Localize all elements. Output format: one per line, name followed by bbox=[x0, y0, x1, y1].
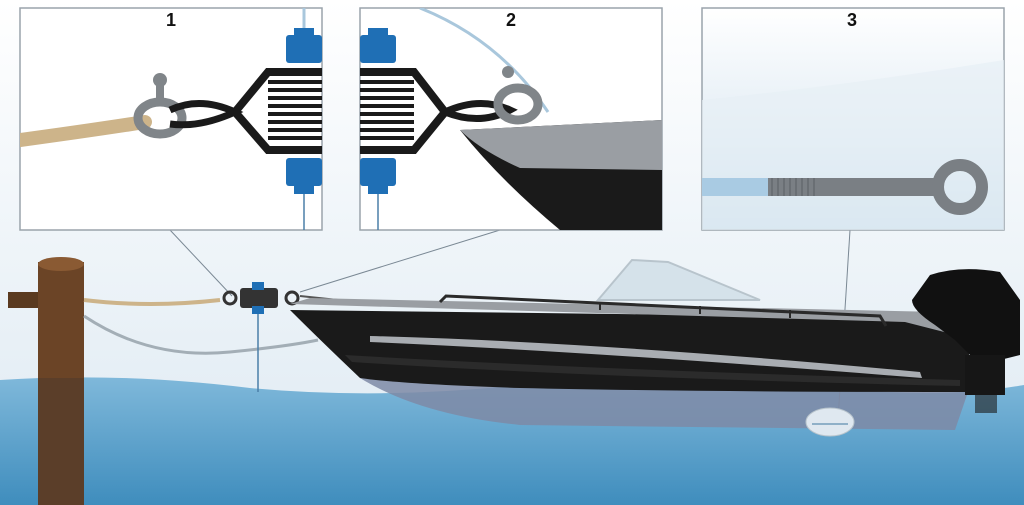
panel-2-blue-cap-top bbox=[360, 35, 396, 63]
panel-1-spring-coils bbox=[268, 80, 322, 140]
panel-2-blue-cap-bottom bbox=[360, 158, 396, 186]
panel-2-pointer-line bbox=[299, 229, 501, 293]
panel-2-spring-coils bbox=[360, 80, 414, 140]
panel-3-line bbox=[702, 178, 770, 196]
eye-bolt-icon bbox=[768, 159, 988, 215]
panel-1-number: 1 bbox=[165, 10, 176, 30]
panel-2-bow-eye bbox=[493, 83, 543, 125]
panel-1 bbox=[19, 7, 323, 231]
panel-3-number: 3 bbox=[846, 10, 857, 30]
panel-2-number: 2 bbox=[505, 10, 516, 30]
secondary-line bbox=[83, 314, 319, 355]
hull-stripe bbox=[370, 336, 922, 378]
panel-2-bow-deck bbox=[460, 120, 662, 170]
windshield bbox=[595, 258, 761, 301]
panel-1-blue-cap-bottom bbox=[286, 158, 322, 186]
mooring-post-icon bbox=[8, 257, 84, 505]
rope-icon bbox=[83, 298, 221, 306]
panel-2 bbox=[359, 7, 663, 231]
eye-bolt-marker bbox=[805, 407, 855, 437]
deck bbox=[290, 298, 952, 334]
panel-1-pointer-line bbox=[169, 229, 233, 297]
hull-waterline bbox=[345, 355, 960, 386]
panel-3 bbox=[701, 7, 1005, 231]
panel-1-rope bbox=[20, 115, 152, 147]
outboard-motor-icon bbox=[912, 269, 1020, 413]
boat-icon bbox=[290, 258, 970, 430]
deck-railing bbox=[438, 294, 888, 327]
panel-1-blue-cap-top bbox=[286, 35, 322, 63]
panel-1-spring-frame bbox=[231, 68, 322, 154]
